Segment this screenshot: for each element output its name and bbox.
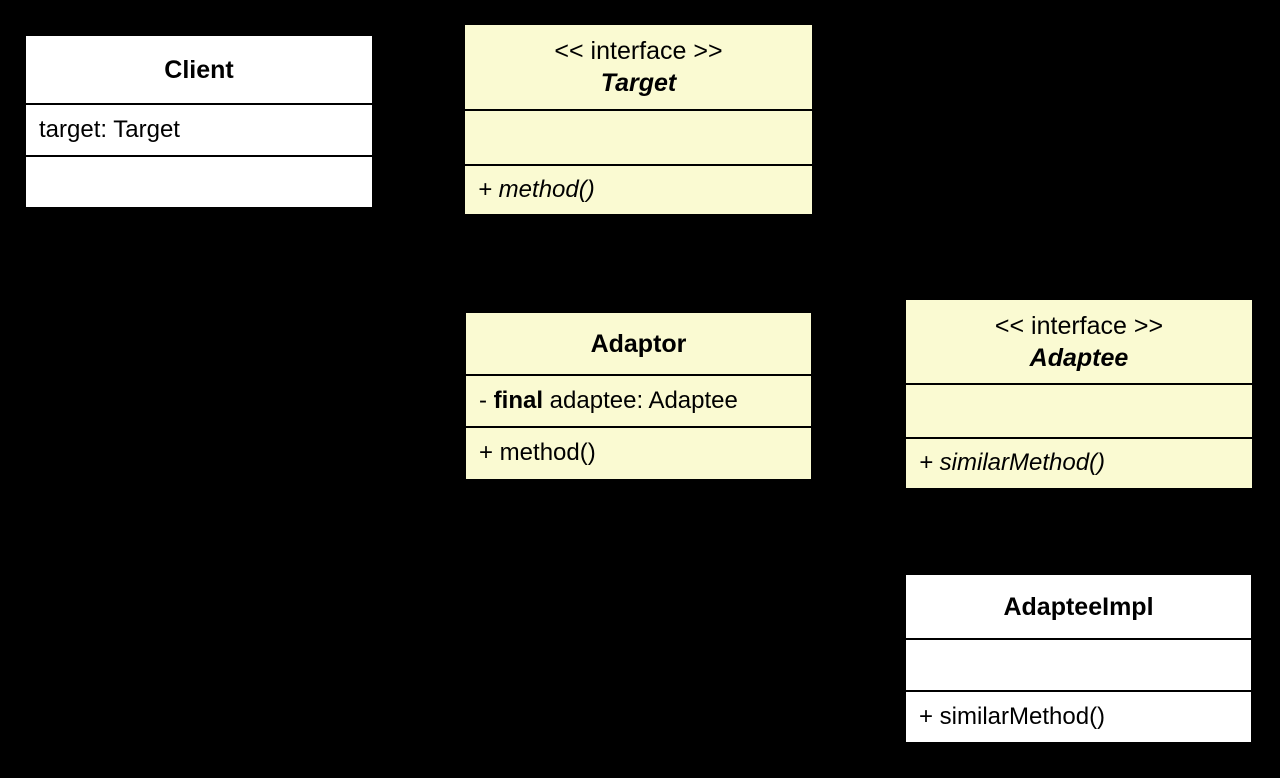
stereotype-label: << interface >> [994,311,1164,340]
methods-compartment: + method() [465,164,812,214]
class-title-compartment: << interface >> Adaptee [906,300,1252,383]
methods-compartment: + method() [466,426,811,479]
class-title-compartment: << interface >> Target [465,25,812,109]
method-label: + method() [478,175,595,203]
attributes-compartment: target: Target [26,103,372,155]
methods-compartment: + similarMethod() [906,437,1252,488]
class-name-label: Client [164,55,234,84]
class-name-label: Target [600,69,677,97]
attributes-compartment-empty [906,638,1251,690]
class-box-adaptor: Adaptor - final adaptee: Adaptee + metho… [464,311,813,481]
methods-compartment-empty [26,155,372,207]
class-title-compartment: Adaptor [466,313,811,374]
attributes-compartment-empty [906,383,1252,437]
stereotype-label: << interface >> [554,37,723,65]
methods-compartment: + similarMethod() [906,690,1251,742]
class-box-adaptee-impl: AdapteeImpl + similarMethod() [904,573,1253,744]
attribute-visibility: - [479,386,494,414]
class-title-compartment: Client [26,36,372,103]
method-label: + method() [479,439,596,467]
class-box-client: Client target: Target [24,34,374,209]
interface-box-target: << interface >> Target + method() [463,23,814,216]
class-title-compartment: AdapteeImpl [906,575,1251,638]
attributes-compartment-empty [465,109,812,164]
class-name-label: Adaptor [590,329,687,358]
method-label: + similarMethod() [919,449,1106,477]
attributes-compartment: - final adaptee: Adaptee [466,374,811,426]
attribute-label: target: Target [39,115,180,143]
attribute-label: adaptee: Adaptee [543,386,738,414]
attribute-keyword-final: final [493,386,544,414]
class-name-label: AdapteeImpl [1003,592,1154,621]
method-label: + similarMethod() [919,702,1106,730]
class-name-label: Adaptee [1029,343,1129,372]
interface-box-adaptee: << interface >> Adaptee + similarMethod(… [904,298,1254,490]
